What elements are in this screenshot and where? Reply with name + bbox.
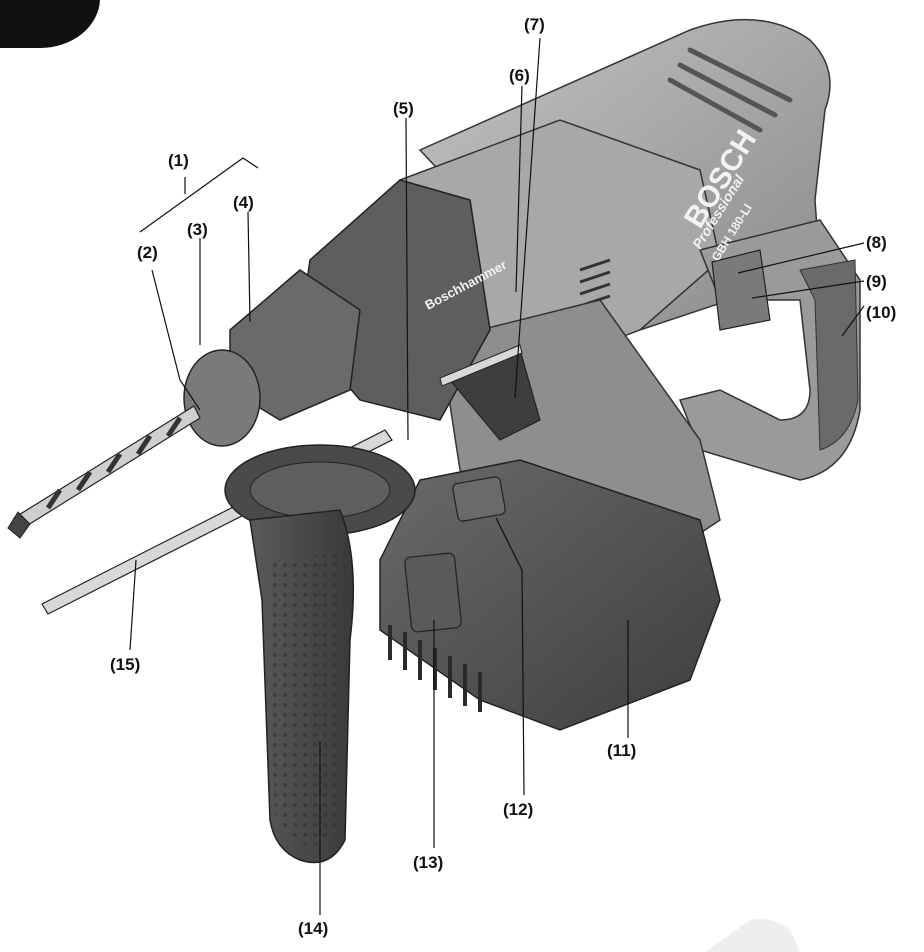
dust-protection-cap bbox=[183, 349, 261, 447]
battery-pack bbox=[379, 459, 721, 731]
callout-14: (14) bbox=[298, 919, 328, 938]
callout-2: (2) bbox=[137, 243, 158, 262]
callout-12: (12) bbox=[503, 800, 533, 819]
faint-corner-shape bbox=[705, 918, 800, 952]
callout-10: (10) bbox=[866, 303, 896, 322]
callout-8: (8) bbox=[866, 233, 887, 252]
callout-1: (1) bbox=[168, 151, 189, 170]
ring-inner bbox=[249, 461, 391, 519]
callout-4: (4) bbox=[233, 193, 254, 212]
callout-3: (3) bbox=[187, 220, 208, 239]
corner-symbol bbox=[0, 0, 100, 49]
callout-15: (15) bbox=[110, 655, 140, 674]
callout-9: (9) bbox=[866, 272, 887, 291]
leader-lines bbox=[129, 37, 865, 915]
trigger bbox=[711, 249, 771, 331]
top-vents bbox=[667, 47, 793, 133]
battery-ribs bbox=[388, 625, 482, 712]
callout-11: (11) bbox=[607, 741, 636, 760]
handle-grip-texture bbox=[268, 552, 345, 846]
battery-release-button bbox=[404, 552, 462, 633]
callout-13: (13) bbox=[413, 853, 443, 872]
callout-5: (5) bbox=[393, 99, 414, 118]
grip-pad bbox=[799, 259, 859, 451]
charge-indicator-button bbox=[452, 476, 506, 522]
drill-bit bbox=[7, 405, 201, 539]
callout-7: (7) bbox=[524, 15, 545, 34]
callout-6: (6) bbox=[509, 66, 530, 85]
callout-labels: (1) (2) (3) (4) (5) (6) (7) (8) (9) (10)… bbox=[110, 15, 896, 938]
